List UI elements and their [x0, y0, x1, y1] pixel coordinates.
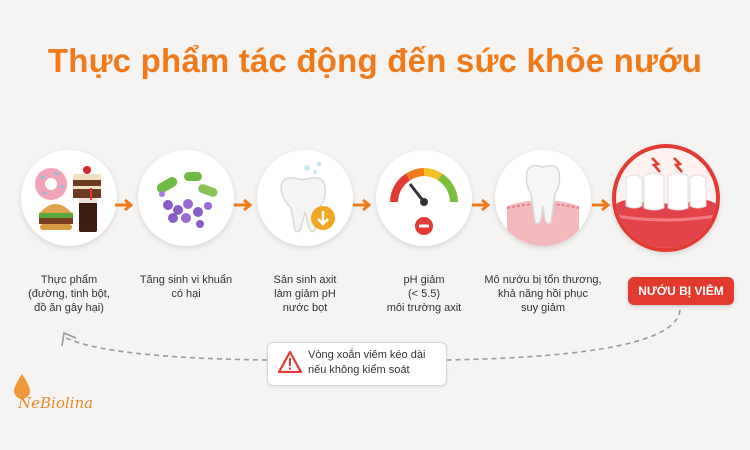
step-inflamed: [612, 144, 720, 252]
page-title: Thực phẩm tác động đến sức khỏe nướu: [47, 42, 703, 79]
brand-logo: NeBiolina: [18, 394, 94, 412]
step-food: [21, 150, 117, 246]
ph-gauge-icon: [376, 150, 472, 246]
arrow-right-icon: [115, 198, 134, 212]
warning-box: Vòng xoắn viêm kéo dài nếu không kiểm so…: [267, 342, 447, 386]
warning-line-2: nếu không kiểm soát: [308, 364, 410, 376]
arrow-right-icon: [234, 198, 253, 212]
step-acid: [257, 150, 353, 246]
step-gum-damage: [495, 150, 591, 246]
inflamed-badge: NƯỚU BỊ VIÊM: [628, 277, 734, 305]
food-icon: [21, 150, 117, 246]
step-label-gum-damage: Mô nướu bị tổn thương, khả năng hồi phục…: [484, 274, 602, 314]
arrow-right-icon: [353, 198, 372, 212]
arrow-right-icon: [592, 198, 611, 212]
bacteria-icon: [138, 150, 234, 246]
step-label-bacteria: Tăng sinh vi khuẩn có hại: [139, 274, 233, 300]
step-label-food: Thực phẩm (đường, tinh bột, đồ ăn gây hạ…: [28, 274, 110, 314]
step-bacteria: [138, 150, 234, 246]
step-ph: [376, 150, 472, 246]
logo-drop-icon: [14, 374, 30, 399]
step-label-ph: pH giảm (< 5.5) môi trường axit: [386, 274, 462, 314]
arrow-right-icon: [472, 198, 491, 212]
inflamed-gums-icon: [612, 144, 720, 252]
step-label-acid: Sản sinh axit làm giảm pH nước bọt: [273, 274, 337, 314]
tooth-acid-icon: [257, 150, 353, 246]
warning-icon: [278, 351, 302, 373]
warning-line-1: Vòng xoắn viêm kéo dài: [308, 349, 426, 361]
gum-damage-icon: [495, 150, 591, 246]
